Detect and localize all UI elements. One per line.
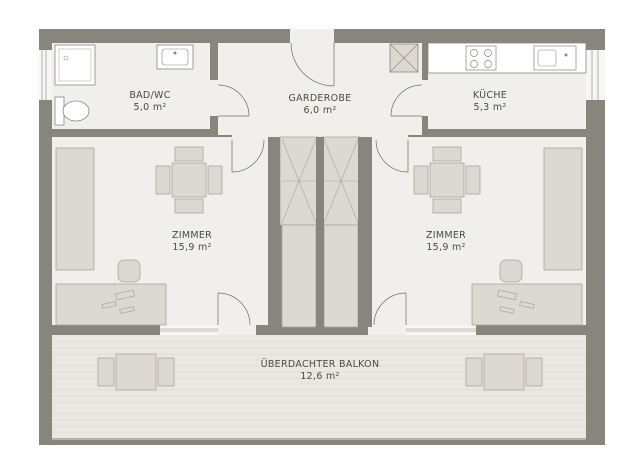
wall-pillar-mid	[316, 137, 324, 327]
table-zimmer-left	[171, 162, 207, 198]
bad-wc-name: BAD/WC	[129, 90, 171, 101]
label-zimmer-right: ZIMMER 15,9 m²	[376, 230, 516, 254]
garderobe-area: 6,0 m²	[303, 105, 337, 116]
kitchen-sink	[533, 45, 577, 71]
label-balkon: ÜBERDACHTER BALKON 12,6 m²	[240, 359, 400, 383]
shower	[54, 44, 96, 86]
partition-right-lower	[323, 224, 359, 328]
kueche-name: KÜCHE	[472, 90, 508, 101]
balcony-table-right	[465, 353, 543, 391]
partition-left-lower	[281, 224, 317, 328]
toilet	[54, 96, 90, 126]
wardrobe-zimmer-left	[55, 147, 95, 271]
utility-shaft	[389, 43, 419, 73]
kueche-area: 5,3 m²	[473, 102, 507, 113]
table-zimmer-right	[429, 162, 465, 198]
wall-pillar-right	[358, 137, 372, 327]
wardrobe-left-cross	[281, 138, 317, 224]
cooktop	[465, 45, 497, 71]
bad-wc-area: 5,0 m²	[133, 102, 167, 113]
door-opening-kueche	[422, 80, 428, 116]
zimmer-right-furniture	[413, 146, 583, 326]
wardrobe-right-cross	[323, 138, 359, 224]
label-kueche: KÜCHE 5,3 m²	[420, 90, 560, 114]
garderobe-name: GARDEROBE	[288, 93, 352, 104]
window-zimmer-right-balkon	[406, 325, 476, 335]
door-swings	[217, 42, 423, 326]
balcony-wall-left	[39, 335, 52, 445]
window-zimmer-left-balkon	[160, 325, 218, 335]
window-kueche	[586, 50, 605, 100]
bathroom-sink	[156, 44, 194, 70]
kitchen-counter	[427, 42, 587, 74]
zimmer-right-name: ZIMMER	[425, 230, 467, 241]
balcony-wall-right	[586, 335, 605, 445]
balkon-area: 12,6 m²	[300, 371, 340, 382]
door-opening-balkon-right	[368, 325, 406, 335]
zimmer-right-area: 15,9 m²	[426, 242, 466, 253]
door-opening-top	[290, 29, 334, 43]
garderobe-floor	[218, 43, 422, 135]
balcony-wall-bottom	[39, 440, 605, 445]
door-opening-bad	[210, 80, 218, 116]
window-bad	[39, 50, 52, 100]
door-opening-balkon-left	[218, 325, 256, 335]
wall-pillar-left	[268, 137, 280, 327]
label-garderobe: GARDEROBE 6,0 m²	[250, 93, 390, 117]
wardrobe-zimmer-right	[543, 147, 583, 271]
door-opening-zimmer-right	[374, 128, 408, 140]
desk-zimmer-left	[55, 283, 167, 326]
balcony-railing	[52, 438, 586, 440]
zimmer-left-area: 15,9 m²	[172, 242, 212, 253]
door-opening-zimmer-left	[232, 128, 266, 140]
balcony-table-left	[97, 353, 175, 391]
zimmer-left-furniture	[55, 146, 223, 326]
label-zimmer-left: ZIMMER 15,9 m²	[122, 230, 262, 254]
desk-zimmer-right	[471, 283, 583, 326]
label-bad-wc: BAD/WC 5,0 m²	[80, 90, 220, 114]
balkon-name: ÜBERDACHTER BALKON	[260, 359, 380, 370]
zimmer-left-name: ZIMMER	[171, 230, 213, 241]
